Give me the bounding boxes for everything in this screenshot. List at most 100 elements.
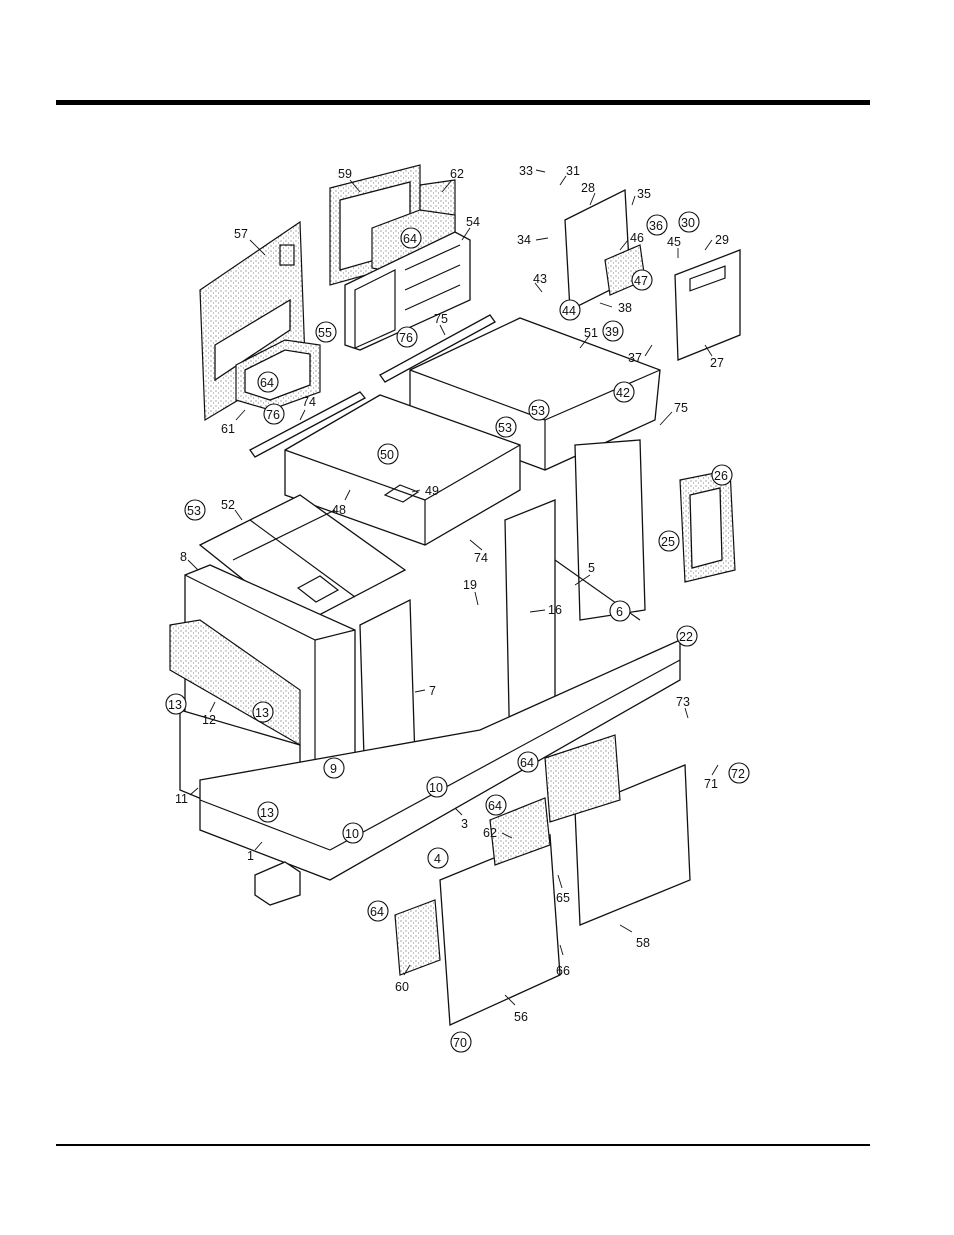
callout-43: 43	[533, 272, 547, 292]
callout-10a: 10	[427, 777, 447, 797]
svg-text:30: 30	[681, 216, 695, 230]
callout-64e: 64	[368, 901, 388, 921]
callout-10b: 10	[343, 823, 363, 843]
callout-35: 35	[632, 187, 651, 205]
svg-text:74: 74	[474, 551, 488, 565]
svg-text:47: 47	[634, 274, 648, 288]
callout-58: 58	[620, 925, 650, 950]
svg-text:46: 46	[630, 231, 644, 245]
svg-text:73: 73	[676, 695, 690, 709]
svg-text:36: 36	[649, 219, 663, 233]
svg-text:59: 59	[338, 167, 352, 181]
callout-47: 47	[632, 270, 652, 290]
callout-76b: 76	[264, 404, 284, 424]
callout-34: 34	[517, 233, 548, 247]
svg-text:56: 56	[514, 1010, 528, 1024]
svg-text:72: 72	[731, 767, 745, 781]
svg-text:51: 51	[584, 326, 598, 340]
svg-text:12: 12	[202, 713, 216, 727]
callout-75b: 75	[660, 401, 688, 425]
callout-7: 7	[415, 684, 436, 698]
svg-text:52: 52	[221, 498, 235, 512]
callout-26: 26	[712, 465, 732, 485]
callout-71: 71	[704, 765, 718, 791]
svg-text:33: 33	[519, 164, 533, 178]
svg-text:4: 4	[434, 852, 441, 866]
svg-text:11: 11	[175, 792, 188, 806]
svg-text:13: 13	[255, 706, 269, 720]
svg-text:66: 66	[556, 964, 570, 978]
callout-45: 45	[667, 235, 681, 258]
callout-53a: 53	[529, 400, 549, 420]
svg-text:35: 35	[637, 187, 651, 201]
callout-74b: 74	[470, 540, 488, 565]
part-60-duct	[395, 900, 440, 975]
callout-54: 54	[462, 215, 480, 240]
callout-73: 73	[676, 695, 690, 718]
svg-text:10: 10	[429, 781, 443, 795]
part-25-26-duct-right	[680, 470, 735, 582]
svg-text:54: 54	[466, 215, 480, 229]
callout-72: 72	[729, 763, 749, 783]
svg-text:9: 9	[330, 762, 337, 776]
callout-13b: 13	[253, 702, 273, 722]
svg-text:10: 10	[345, 827, 359, 841]
svg-text:64: 64	[488, 799, 502, 813]
svg-text:1: 1	[247, 849, 254, 863]
svg-text:28: 28	[581, 181, 595, 195]
svg-text:70: 70	[453, 1036, 467, 1050]
svg-text:75: 75	[434, 312, 448, 326]
callout-28: 28	[581, 181, 595, 205]
part-27-end-door	[675, 250, 740, 360]
callout-56: 56	[505, 995, 528, 1024]
svg-text:64: 64	[370, 905, 384, 919]
svg-text:53: 53	[531, 404, 545, 418]
svg-text:58: 58	[636, 936, 650, 950]
callout-64c: 64	[518, 752, 538, 772]
svg-text:5: 5	[588, 561, 595, 575]
callout-75a: 75	[434, 312, 448, 335]
svg-text:25: 25	[661, 535, 675, 549]
callout-53b: 53	[496, 417, 516, 437]
callout-30: 30	[679, 212, 699, 232]
svg-text:42: 42	[616, 386, 630, 400]
svg-text:50: 50	[380, 448, 394, 462]
callout-31: 31	[560, 164, 580, 185]
svg-text:53: 53	[498, 421, 512, 435]
svg-text:7: 7	[429, 684, 436, 698]
callout-22: 22	[677, 626, 697, 646]
svg-text:38: 38	[618, 301, 632, 315]
svg-text:71: 71	[704, 777, 718, 791]
callout-53c: 53	[185, 500, 205, 520]
callout-61: 61	[221, 410, 245, 436]
svg-text:34: 34	[517, 233, 531, 247]
callout-64d: 64	[486, 795, 506, 815]
svg-text:57: 57	[234, 227, 248, 241]
callout-42: 42	[614, 382, 634, 402]
svg-text:13: 13	[260, 806, 274, 820]
part-bracket-lower-left	[255, 862, 300, 905]
callout-6: 6	[610, 601, 630, 621]
callout-19: 19	[463, 578, 478, 605]
svg-text:76: 76	[399, 331, 413, 345]
svg-text:48: 48	[332, 503, 346, 517]
svg-text:45: 45	[667, 235, 681, 249]
callout-13a: 13	[166, 694, 186, 714]
svg-text:49: 49	[425, 484, 439, 498]
callout-64b: 64	[258, 372, 278, 392]
svg-text:53: 53	[187, 504, 201, 518]
callout-13c: 13	[258, 802, 278, 822]
svg-text:6: 6	[616, 605, 623, 619]
svg-text:75: 75	[674, 401, 688, 415]
svg-text:61: 61	[221, 422, 235, 436]
callout-29: 29	[705, 233, 729, 250]
svg-text:55: 55	[318, 326, 332, 340]
callout-9: 9	[324, 758, 344, 778]
svg-text:13: 13	[168, 698, 182, 712]
svg-text:60: 60	[395, 980, 409, 994]
svg-text:74: 74	[302, 395, 316, 409]
svg-text:16: 16	[548, 603, 562, 617]
svg-text:27: 27	[710, 356, 724, 370]
callout-3: 3	[455, 808, 468, 831]
callout-76a: 76	[397, 327, 417, 347]
